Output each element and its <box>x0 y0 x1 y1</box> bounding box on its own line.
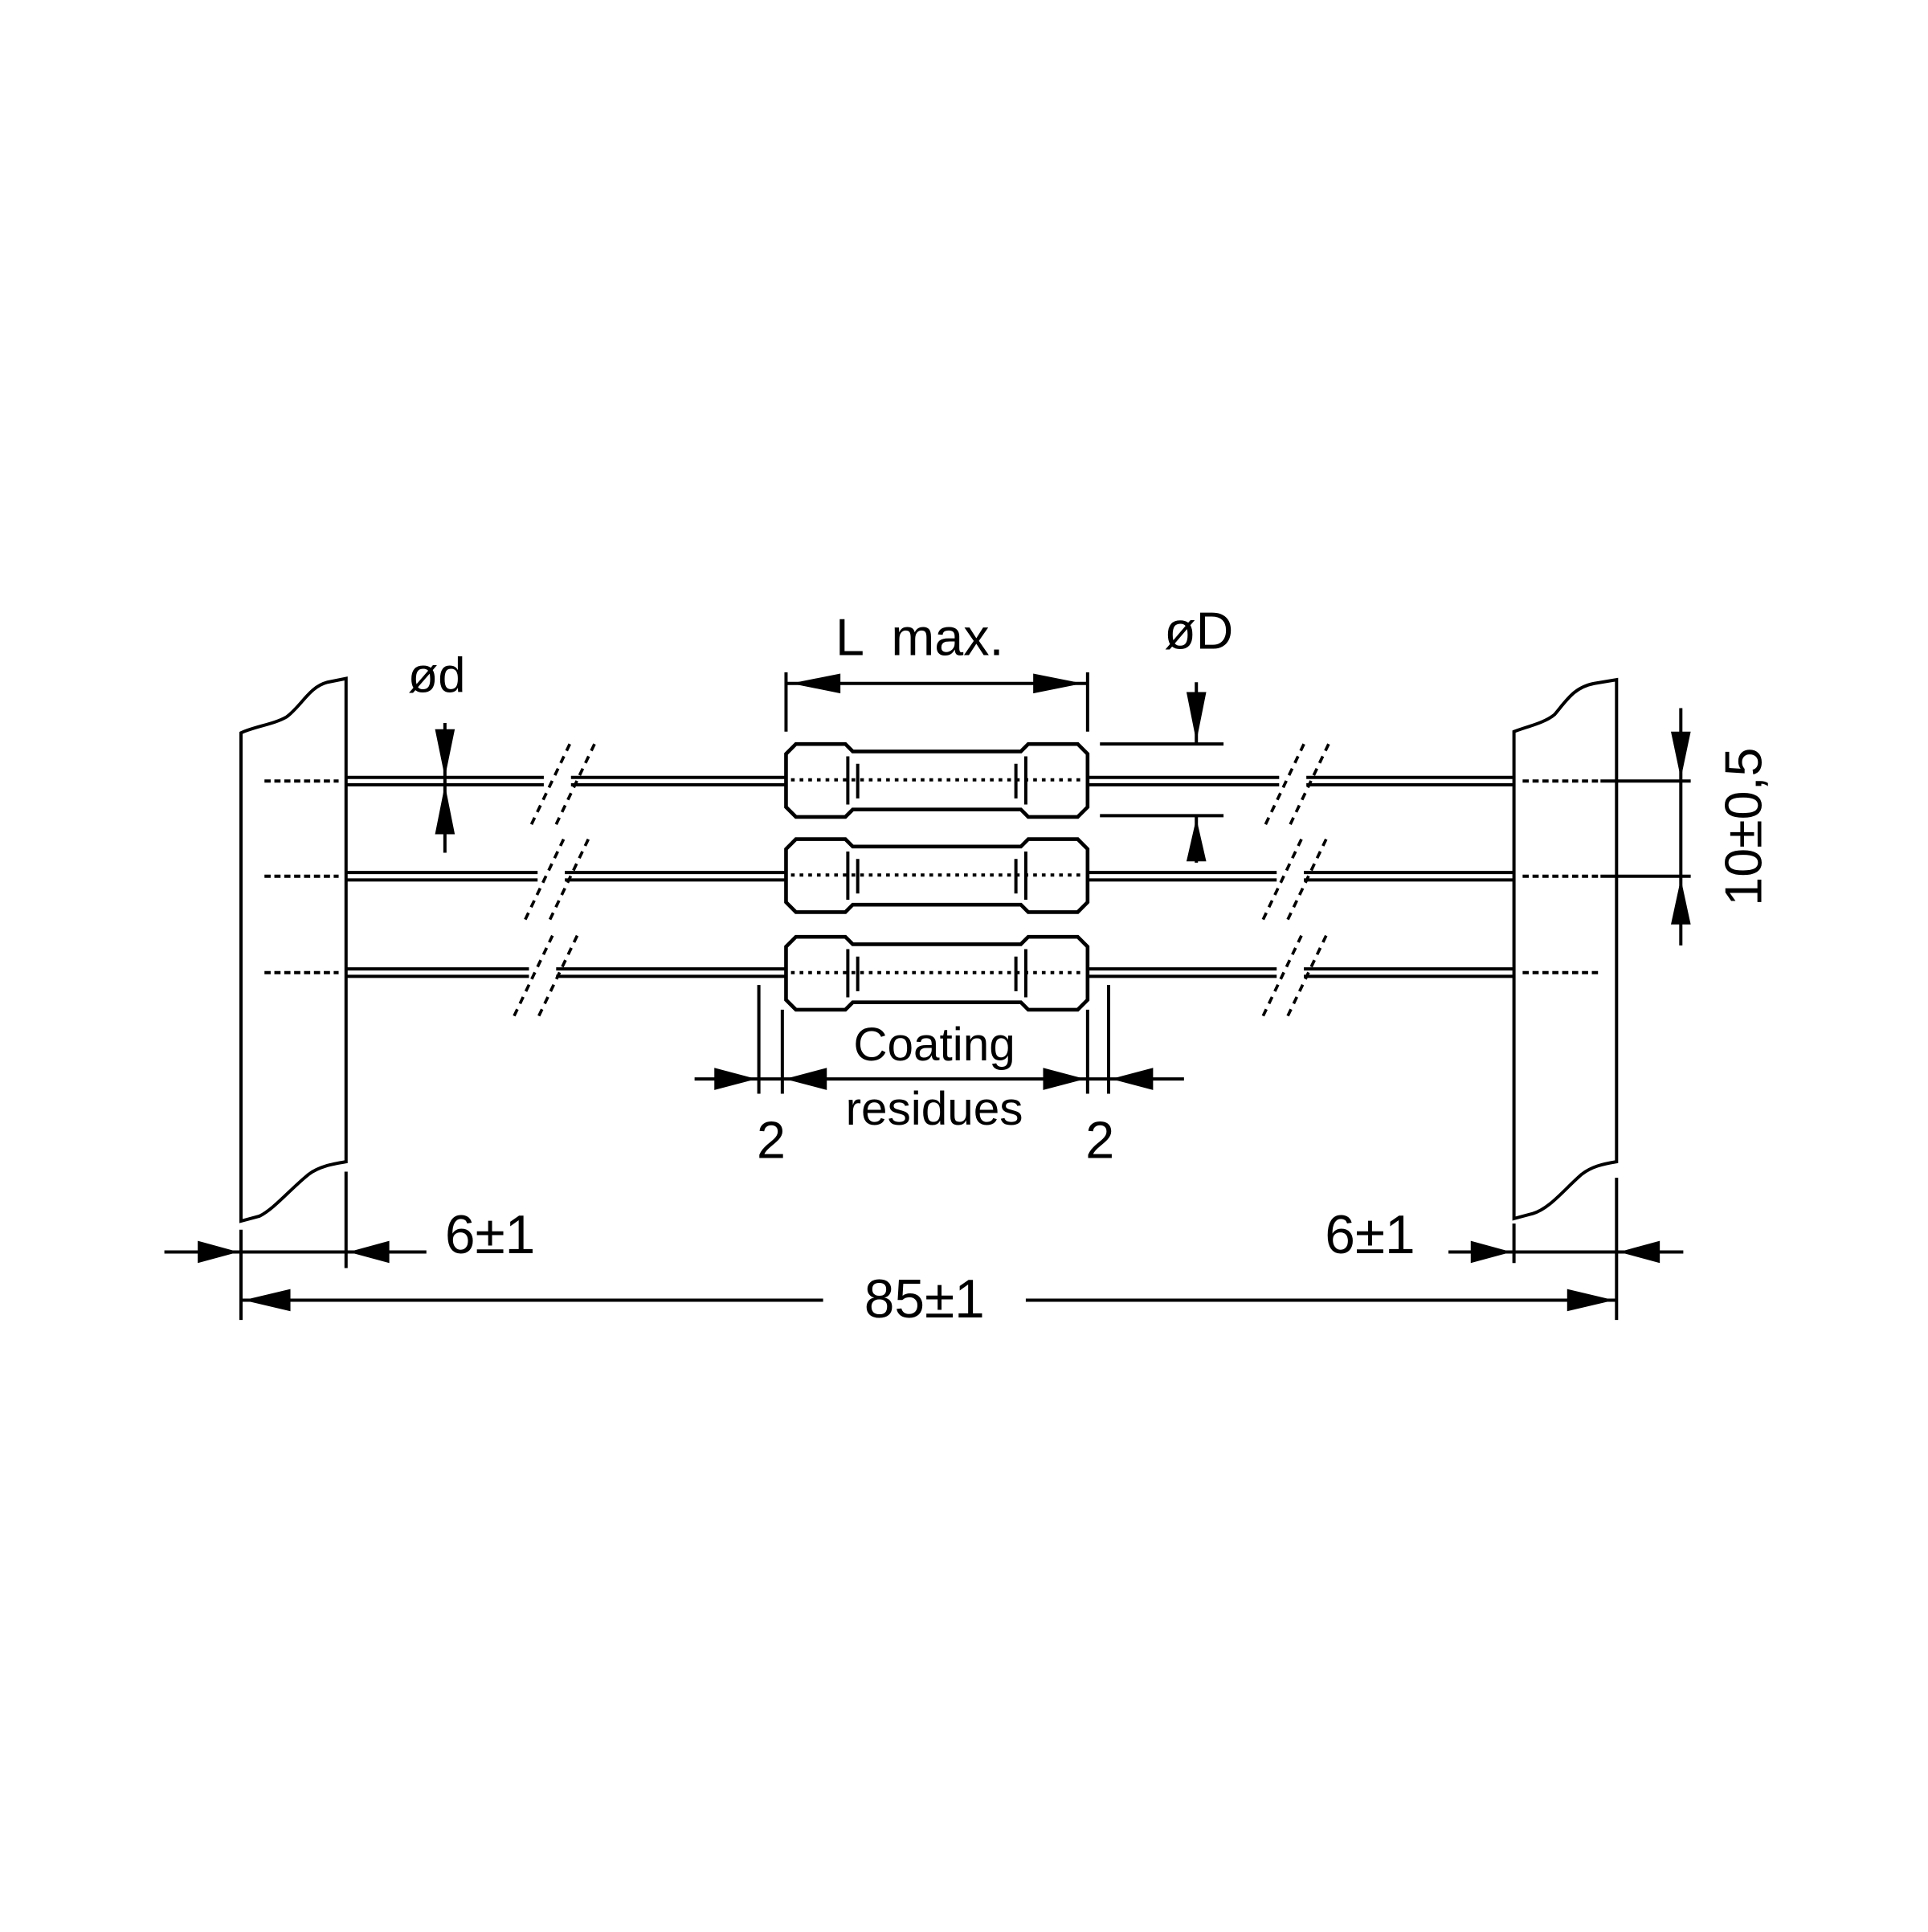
coating-right-value: 2 <box>1085 1112 1114 1170</box>
body-length-dimension: L max. <box>784 608 1089 732</box>
right-tape-width-dimension: 6±1 <box>1325 1178 1684 1321</box>
component-body-2 <box>784 837 1090 914</box>
coating-left-value: 2 <box>757 1112 786 1170</box>
pitch-dimension: 10±0,5 <box>1600 708 1772 946</box>
break-marks <box>513 741 1332 1017</box>
body-diameter-dimension: øD <box>1100 602 1233 863</box>
right-tape <box>1512 677 1619 1221</box>
component-body-3 <box>784 934 1090 1012</box>
coating-residues-label-line2: residues <box>846 1083 1023 1135</box>
right-tape-width-label: 6±1 <box>1325 1205 1415 1265</box>
pitch-label: 10±0,5 <box>1714 748 1772 906</box>
component-body-1 <box>784 741 1090 819</box>
overall-width-dimension: 85±1 <box>241 1269 1617 1330</box>
coating-residues-dimension: Coating residues 2 2 <box>694 985 1184 1170</box>
body-diameter-label: øD <box>1164 602 1233 660</box>
lead-diameter-dimension: ød <box>408 648 466 853</box>
left-tape-width-dimension: 6±1 <box>164 1171 535 1321</box>
overall-width-label: 85±1 <box>864 1269 985 1330</box>
lead-diameter-label: ød <box>408 648 466 704</box>
left-tape <box>239 676 348 1223</box>
left-tape-width-label: 6±1 <box>445 1205 535 1265</box>
body-length-label: L max. <box>835 608 1003 666</box>
coating-residues-label-line1: Coating <box>853 1019 1015 1071</box>
